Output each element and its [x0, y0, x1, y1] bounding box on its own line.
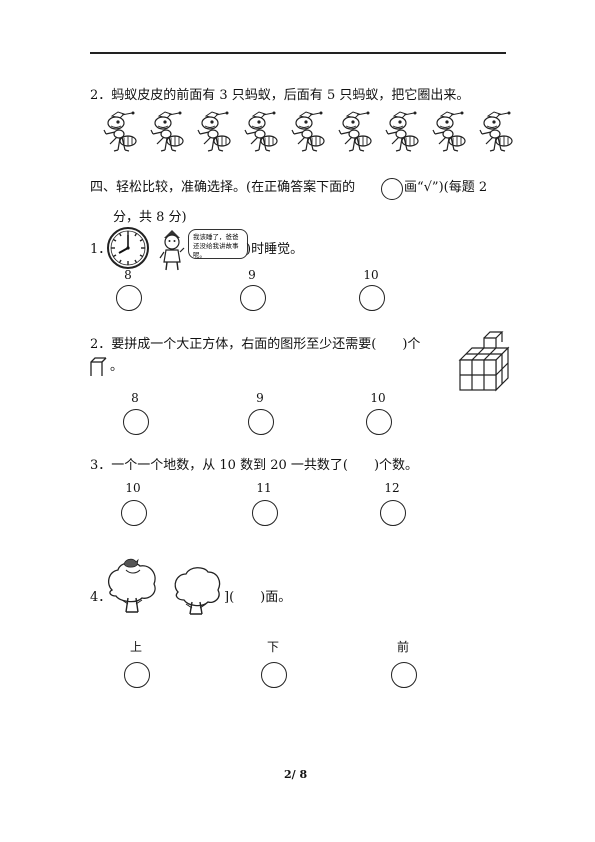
q4-suffix: ]( )面。: [224, 590, 292, 605]
q1-answer-circle-2[interactable]: [240, 285, 266, 311]
section4-title-part2: 画“√”)(每题 2: [404, 180, 488, 195]
ant-icon[interactable]: [98, 110, 140, 154]
ant-row: [98, 110, 528, 160]
section4-title-line2: 分，共 8 分): [113, 210, 187, 225]
q2-answer-circle-2[interactable]: [248, 409, 274, 435]
cube-stack-icon: [458, 331, 510, 392]
ant-icon[interactable]: [380, 110, 422, 154]
q2-answer-circle-1[interactable]: [123, 409, 149, 435]
q3-answer-circle-3[interactable]: [380, 500, 406, 526]
q1-option-label-2: 9: [248, 268, 256, 282]
tree-with-bird-icon: [107, 558, 156, 613]
inline-circle-icon: [381, 178, 403, 200]
q3-option-label-1: 10: [125, 481, 141, 495]
tree-icon: [174, 567, 221, 615]
q3-option-label-2: 11: [256, 481, 272, 495]
ant-icon[interactable]: [239, 110, 281, 154]
q4-option-label-2: 下: [266, 640, 279, 654]
q2-option-label-3: 10: [370, 391, 386, 405]
q3-option-label-3: 12: [384, 481, 400, 495]
q1-suffix: )时睡觉。: [246, 242, 304, 257]
q4-option-label-3: 前: [396, 640, 409, 654]
ant-icon[interactable]: [145, 110, 187, 154]
speech-bubble: 我该睡了，爸爸还没给我讲故事呢。: [188, 229, 248, 259]
q2-answer-circle-3[interactable]: [366, 409, 392, 435]
ant-icon[interactable]: [333, 110, 375, 154]
speech-bubble-text: 我该睡了，爸爸还没给我讲故事呢。: [193, 233, 239, 259]
q4-answer-circle-3[interactable]: [391, 662, 417, 688]
page-number: 2/ 8: [284, 768, 308, 781]
ant-icon[interactable]: [192, 110, 234, 154]
q2-text: 2．要拼成一个大正方体，右面的图形至少还需要( )个: [90, 337, 421, 352]
q2-option-label-2: 9: [256, 391, 264, 405]
q4-answer-circle-1[interactable]: [124, 662, 150, 688]
q4-answer-circle-2[interactable]: [261, 662, 287, 688]
q1-answer-circle-3[interactable]: [359, 285, 385, 311]
q1-answer-circle-1[interactable]: [116, 285, 142, 311]
top-rule: [90, 52, 506, 54]
q3-answer-circle-2[interactable]: [252, 500, 278, 526]
small-cube-icon: [90, 357, 107, 376]
ant-icon[interactable]: [286, 110, 328, 154]
q2-ants-text: 2．蚂蚁皮皮的前面有 3 只蚂蚁，后面有 5 只蚂蚁，把它圈出来。: [90, 88, 470, 103]
q3-answer-circle-1[interactable]: [121, 500, 147, 526]
q3-text: 3．一个一个地数，从 10 数到 20 一共数了( )个数。: [90, 458, 419, 473]
q2-text-end: 。: [110, 359, 124, 374]
clock-icon: [107, 227, 149, 269]
q4-prefix: 4．: [90, 590, 112, 605]
q1-option-label-1: 8: [124, 268, 132, 282]
q1-prefix: 1．: [90, 242, 112, 257]
q4-option-label-1: 上: [129, 640, 142, 654]
child-icon: [159, 230, 185, 271]
section4-title-part1: 四、轻松比较，准确选择。(在正确答案下面的: [90, 180, 356, 195]
ant-icon[interactable]: [474, 110, 516, 154]
q1-option-label-3: 10: [363, 268, 379, 282]
q2-option-label-1: 8: [131, 391, 139, 405]
ant-icon[interactable]: [427, 110, 469, 154]
